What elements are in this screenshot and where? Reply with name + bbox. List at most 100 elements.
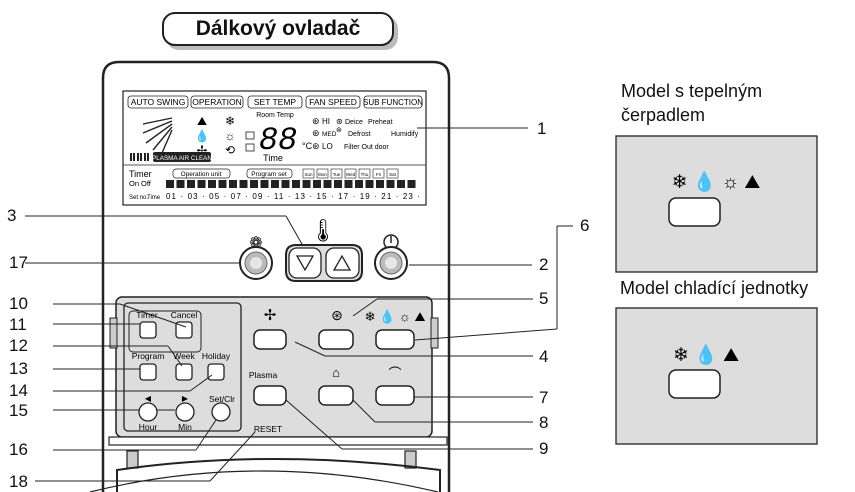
temp-digits: 88 [259, 122, 297, 159]
holiday-button[interactable] [207, 363, 225, 381]
timeline-segment [407, 180, 416, 188]
auto-mode-icon: ⛰ [197, 114, 207, 128]
lcd-tab-fan-speed: FAN SPEED [309, 97, 357, 107]
timeline-segment [218, 180, 227, 188]
temp-down-button[interactable] [288, 247, 322, 279]
time-label: Time [263, 153, 283, 163]
fan-icon: ⊛ [331, 307, 343, 323]
timeline-segment [260, 180, 269, 188]
operation-unit-label: Operation unit [181, 171, 222, 178]
callout-7: 7 [539, 388, 549, 407]
fan-med-label: MED [322, 131, 337, 138]
fan-lo-label: LO [322, 142, 333, 151]
lcd-tab-sub-function: SUB FUNCTION [363, 98, 423, 107]
hour-button[interactable] [138, 402, 158, 422]
heat-sun-icon: ☼ [225, 129, 236, 143]
timeline-segment [197, 180, 206, 188]
lcd-timer-label: Timer [129, 169, 152, 179]
signal-bars-icon [130, 153, 149, 161]
callout-3: 3 [7, 206, 17, 225]
week-button[interactable] [175, 363, 193, 381]
timer-button[interactable] [139, 321, 157, 339]
callout-11: 11 [9, 315, 27, 334]
plasma-indicator [153, 152, 211, 162]
day-labels: Sun Mon Tue Wed Thu Fri Sat [302, 168, 399, 179]
swing-icon [142, 117, 173, 154]
set-clr-button[interactable] [211, 402, 231, 422]
callout-8: 8 [539, 413, 549, 432]
heat-pump-mode-button[interactable] [668, 197, 721, 227]
thermometer-icon: 🌡 [309, 218, 337, 243]
callout-12: 12 [9, 336, 28, 355]
cool-snowflake-icon: ❄ [225, 114, 235, 128]
callout-15: 15 [9, 401, 28, 420]
hour-left-arrow: ◀ [145, 394, 152, 403]
timeline-segment [365, 180, 374, 188]
holiday-button-label: Holiday [202, 351, 231, 361]
dry-drop-icon: 💧 [195, 129, 210, 143]
home-icon: ⌂ [332, 365, 340, 380]
fan-button[interactable] [318, 329, 354, 350]
day-wed: Wed [346, 172, 356, 177]
timeline-segment [334, 180, 342, 188]
auto-change-icon: ⟲ [225, 143, 235, 157]
plasma-button[interactable] [253, 385, 287, 406]
preheat-label: Preheat [368, 119, 393, 126]
lcd-off-label: Off [141, 179, 152, 188]
timeline-segment [386, 180, 395, 188]
callout-1: 1 [537, 119, 547, 138]
swing-button[interactable] [375, 385, 415, 406]
ventilation-button[interactable] [318, 385, 354, 406]
heat-pump-title-line1: Model s tepelným [621, 81, 763, 101]
callout-4: 4 [539, 347, 549, 366]
program-button[interactable] [139, 363, 157, 381]
timeline-segment [302, 180, 311, 188]
timeline-segment [176, 180, 185, 188]
day-thu: Thu [361, 172, 369, 177]
timeline-segment [313, 180, 321, 188]
day-tue: Tue [333, 172, 341, 177]
set-clr-button-label: Set/Clr [209, 394, 235, 404]
timeline-segment [397, 180, 405, 188]
heat-pump-mode-icons: ❄ 💧 ☼ ⛰ [672, 170, 761, 193]
callout-2: 2 [539, 255, 549, 274]
plasma-button-label: Plasma [249, 370, 278, 380]
timeline-segment [281, 180, 290, 188]
fan-mode-icon: ✢ [197, 143, 208, 158]
fan-lo-icon: ⊛ [312, 141, 320, 151]
day-mon: Mon [318, 172, 327, 177]
heat-pump-title-line2: čerpadlem [621, 105, 706, 125]
set-no-label: Set no. [129, 195, 148, 201]
cooling-mode-button[interactable] [668, 369, 721, 399]
callout-14: 14 [9, 381, 28, 400]
temp-up-button[interactable] [325, 247, 360, 279]
week-button-label: Week [173, 351, 195, 361]
min-button[interactable] [175, 402, 195, 422]
mode-button[interactable] [375, 329, 415, 350]
callout-16: 16 [9, 440, 28, 459]
deice-icon: ⊛ [336, 117, 343, 126]
fan-hi-icon: ⊛ [312, 116, 320, 126]
cover-hinge [108, 436, 448, 446]
cancel-button[interactable] [175, 321, 193, 339]
defrost-label: Defrost [348, 131, 371, 138]
cooling-mode-icons: ❄ 💧 ⛰ [673, 343, 739, 366]
timeline-segment [376, 180, 384, 188]
callout-9: 9 [539, 439, 549, 458]
day-sun: Sun [304, 172, 313, 177]
lcd-on-label: On [129, 179, 139, 188]
day-fri: Fri [376, 172, 381, 177]
time-scale: 01 · 03 · 05 · 07 · 09 · 11 · 13 · 15 · … [166, 192, 420, 201]
timeline-segment [239, 180, 248, 188]
timeline-segment [208, 180, 216, 188]
timeline-segment [250, 180, 258, 188]
lcd-tab-set-temp: SET TEMP [254, 97, 297, 107]
timeline-segment [187, 180, 195, 188]
operation-mode-button[interactable] [253, 329, 287, 350]
filter-outdoor-label: Filter Out door [344, 144, 389, 151]
day-sat: Sat [389, 172, 397, 177]
room-temp-label: Room Temp [256, 112, 294, 119]
lcd-time-label: Time [147, 195, 161, 201]
